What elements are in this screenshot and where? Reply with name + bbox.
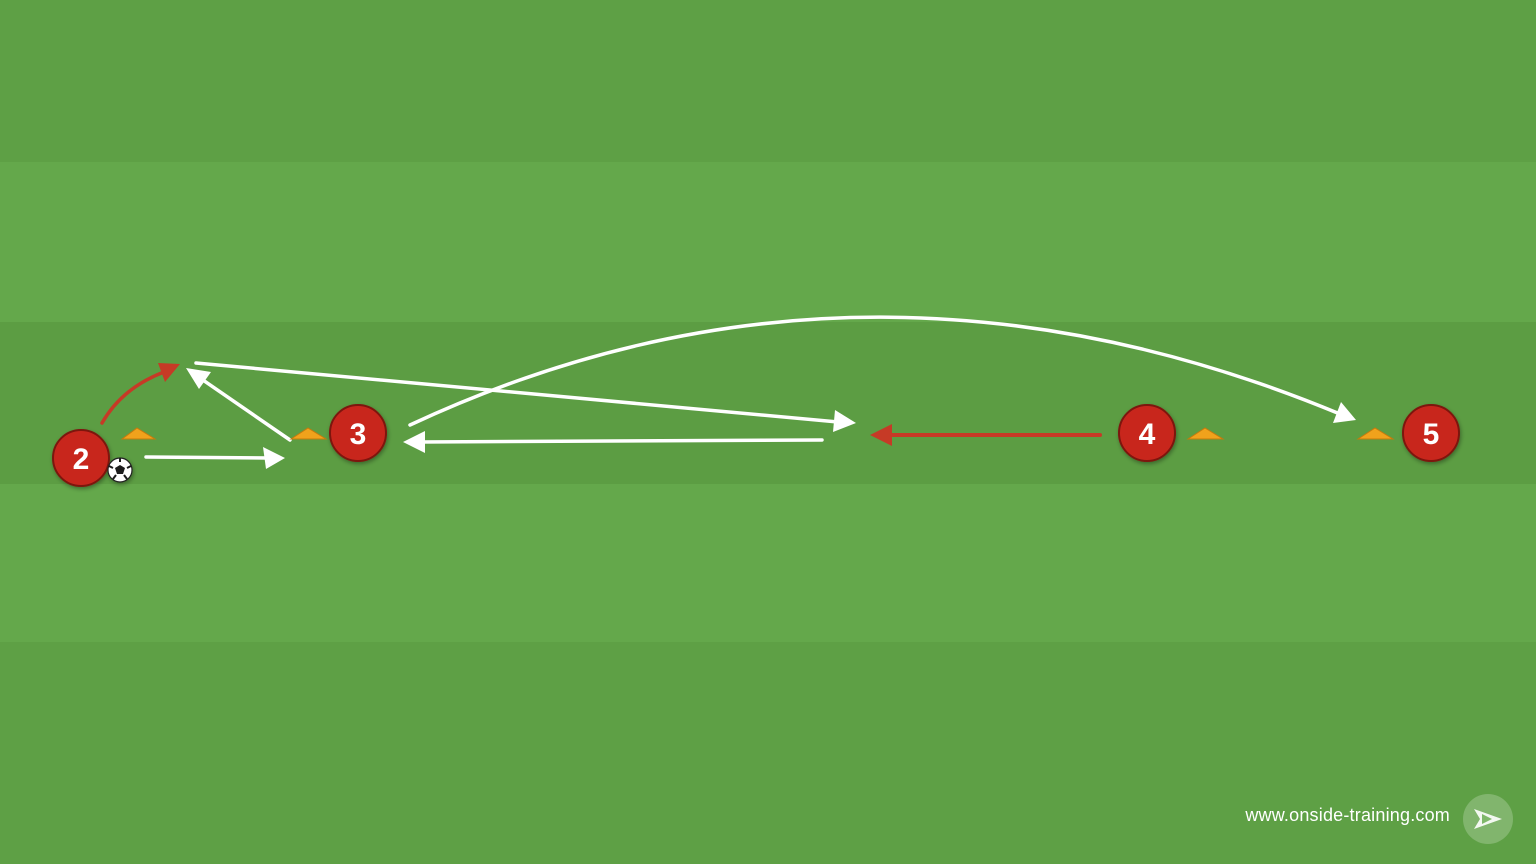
pass-arrow-centre-to-3 bbox=[403, 431, 824, 453]
player-2-label: 2 bbox=[73, 443, 90, 476]
player-3: 3 bbox=[329, 404, 387, 462]
pass-arrow-3-back bbox=[186, 368, 292, 442]
run-arrow-player-4 bbox=[870, 424, 1102, 446]
pitch-stripe bbox=[0, 0, 1536, 162]
cone-icon bbox=[1186, 427, 1225, 440]
cone-icon bbox=[1356, 427, 1395, 440]
pass-arrow-3-to-5 bbox=[408, 315, 1356, 427]
watermark-url[interactable]: www.onside-training.com bbox=[1245, 805, 1450, 825]
pitch-stripe bbox=[0, 642, 1536, 864]
pass-arrow-long-to-centre bbox=[194, 361, 856, 432]
pass-arrow-2-to-3 bbox=[144, 447, 285, 469]
player-2: 2 bbox=[52, 429, 110, 487]
pitch-stripe bbox=[0, 484, 1536, 642]
soccer-ball-icon bbox=[107, 457, 133, 483]
player-4-label: 4 bbox=[1139, 418, 1156, 451]
cone-icon bbox=[120, 427, 157, 440]
player-5-label: 5 bbox=[1423, 418, 1440, 451]
pitch-stripe bbox=[0, 162, 1536, 322]
player-4: 4 bbox=[1118, 404, 1176, 462]
run-arrow-player-2 bbox=[100, 363, 180, 425]
onside-training-logo-icon bbox=[1463, 794, 1513, 844]
cone-icon bbox=[289, 427, 328, 440]
player-3-label: 3 bbox=[350, 418, 367, 451]
player-5: 5 bbox=[1402, 404, 1460, 462]
